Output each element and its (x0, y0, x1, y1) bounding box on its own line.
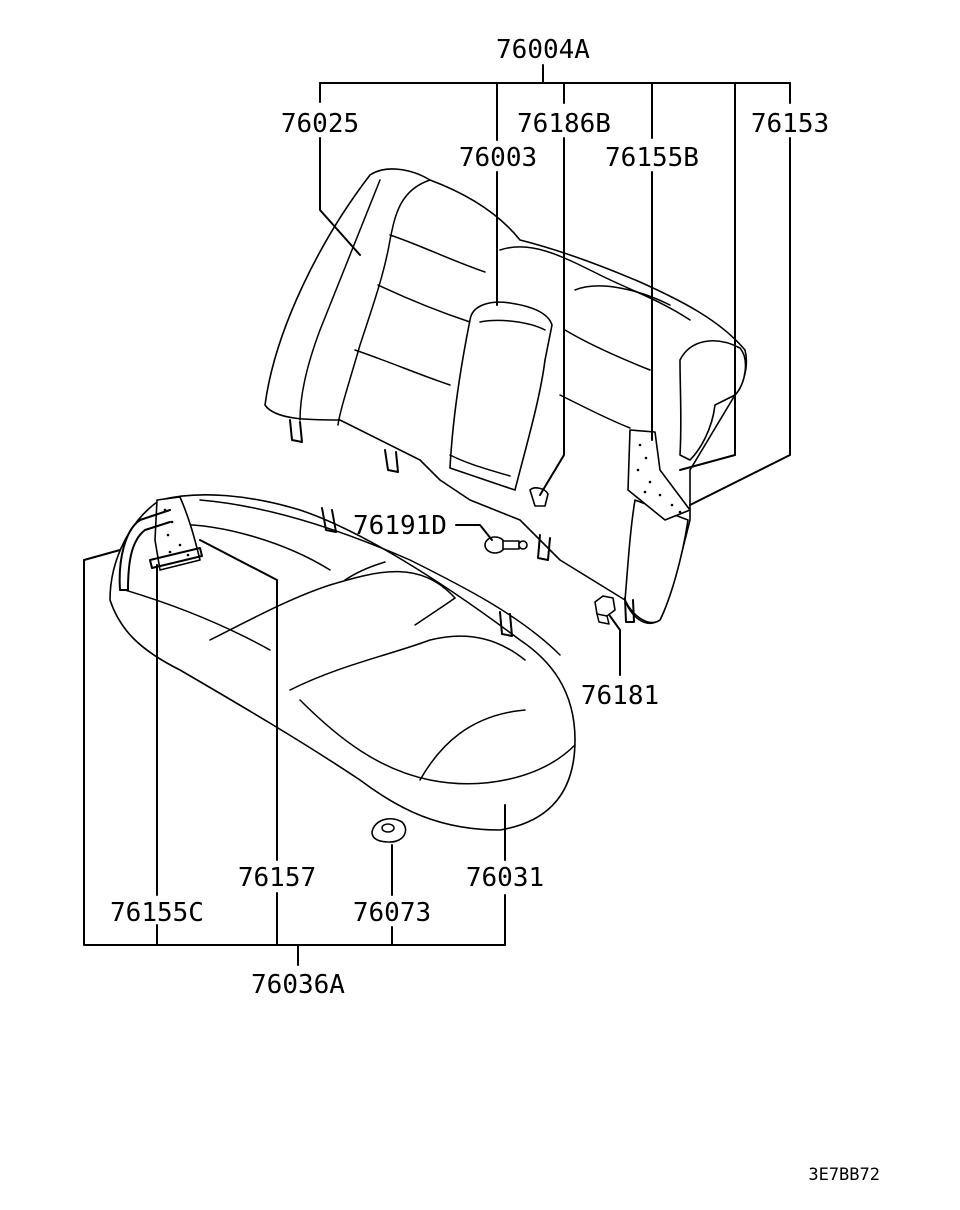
cushion-hook-1 (321, 507, 337, 533)
figure-code: 3E7BB72 (808, 1165, 880, 1185)
left-bolster (299, 179, 381, 421)
label-76157: 76157 (238, 863, 316, 893)
label-76004a: 76004A (496, 35, 590, 65)
center-armrest (449, 301, 553, 491)
label-76073: 76073 (353, 898, 431, 928)
wire-hook-3 (537, 534, 551, 561)
cushion-outline (109, 494, 576, 831)
hinge-bracket-right (627, 429, 691, 521)
right-bolster (679, 340, 747, 461)
label-76155c: 76155C (110, 898, 204, 928)
label-76186b: 76186B (517, 109, 611, 139)
bolt-76191d-part (484, 536, 528, 554)
wire-hook-4 (624, 597, 635, 623)
label-76025: 76025 (281, 109, 359, 139)
label-76036a: 76036A (251, 970, 345, 1000)
label-76003: 76003 (459, 143, 537, 173)
seat-cushion (109, 494, 576, 831)
hinge-bracket-left (154, 496, 201, 571)
label-76155b: 76155B (605, 143, 699, 173)
label-76031: 76031 (466, 863, 544, 893)
label-76153: 76153 (751, 109, 829, 139)
label-76191d: 76191D (353, 511, 447, 541)
wire-hook-2 (384, 449, 399, 473)
nut-76181-part (594, 595, 616, 625)
right-side-panel (624, 499, 689, 624)
clip-76073-part (371, 818, 407, 843)
leader-lines (83, 64, 791, 966)
part-labels: 76004A 76025 76186B 76153 76003 76155B 7… (110, 35, 880, 1185)
seat-back (264, 168, 748, 624)
wire-hook-1 (289, 419, 303, 443)
cushion-hook-2 (499, 611, 513, 637)
cushion-wire-frame (118, 509, 171, 591)
label-76181: 76181 (581, 681, 659, 711)
